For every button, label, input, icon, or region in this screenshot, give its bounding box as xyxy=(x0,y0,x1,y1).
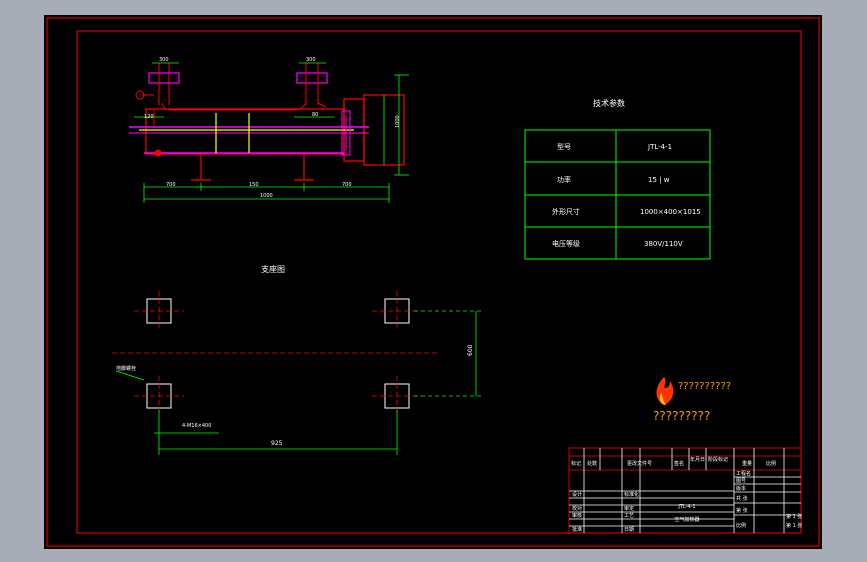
logo-line2: ????????? xyxy=(653,409,710,423)
bolt-note: 4-M16×400 xyxy=(182,423,211,429)
tb-left-label: 校对 xyxy=(572,505,582,512)
drawing-number: JTL-4-1 xyxy=(677,504,695,510)
tb-left-label: 设计 xyxy=(572,491,582,498)
dim-bottom-c: 700 xyxy=(342,182,352,188)
tb-mid-label: 标准化 xyxy=(624,491,639,498)
tb-header: 更改文件号 xyxy=(627,460,652,467)
right-outlet-flange xyxy=(296,72,328,84)
heater-front-view xyxy=(129,63,405,181)
tech-row-label: 电压等级 xyxy=(552,239,580,248)
tech-row-value: 15 | w xyxy=(648,176,670,184)
drawing-canvas: 1000 120 80 700 150 700 1000 300 300 技术参… xyxy=(46,17,820,547)
tb-header: 阶段标记 xyxy=(708,456,728,463)
tb-header: 签名 xyxy=(674,460,684,467)
title-block xyxy=(568,447,802,534)
dim-inlet: 300 xyxy=(159,57,169,63)
tb-left-label: 审核 xyxy=(572,512,582,519)
tb-header: 年月日 xyxy=(690,456,705,463)
left-inlet-flange xyxy=(148,72,180,84)
tb-right-value: 第 1 张 xyxy=(786,513,802,520)
tech-row-label: 外形尺寸 xyxy=(552,207,580,216)
dim-support-width: 925 xyxy=(271,440,283,447)
drawing-sheet: 1000 120 80 700 150 700 1000 300 300 技术参… xyxy=(44,15,822,549)
tb-header: 比例 xyxy=(766,460,776,467)
support-plan-view: 600 925 4-M16×400 地脚螺栓 xyxy=(112,291,484,455)
tb-header: 处数 xyxy=(587,460,597,467)
dim-side-height: 1000 xyxy=(395,115,401,128)
tb-right-label: 版本 xyxy=(736,485,746,492)
dim-total: 1000 xyxy=(260,193,273,199)
tb-right-value: 第 1 张 xyxy=(786,522,802,529)
tech-table xyxy=(524,129,711,260)
tb-right-label: 第 张 xyxy=(736,507,748,514)
tb-left-label: 批准 xyxy=(572,526,582,533)
tb-right-label: 共 张 xyxy=(736,495,748,502)
outer-border xyxy=(46,17,820,547)
dim-bottom-a: 700 xyxy=(166,182,176,188)
tb-right-label: 工程名 xyxy=(736,470,751,477)
tb-header: 标记 xyxy=(571,460,581,467)
tb-mid-label: 审定 xyxy=(624,505,634,512)
dim-flange-right: 80 xyxy=(312,112,318,118)
tech-row-label: 功率 xyxy=(557,175,571,184)
tech-row-value: JTL-4-1 xyxy=(647,143,672,151)
drawing-name: 空气加热器 xyxy=(674,516,699,523)
support-title: 支座图 xyxy=(261,264,285,274)
flame-logo-icon xyxy=(656,377,674,405)
dim-flange-left: 120 xyxy=(144,114,154,120)
tech-row-value: 1000×400×1015 xyxy=(640,208,701,216)
tech-table-title: 技术参数 xyxy=(593,98,625,108)
dim-bottom-b: 150 xyxy=(249,182,259,188)
foot-bolt-label: 地脚螺栓 xyxy=(116,365,136,372)
tb-mid-label: 日期 xyxy=(624,527,634,533)
tb-right-label: 比例 xyxy=(736,522,746,529)
logo-line1: ?????????? xyxy=(678,381,731,392)
tech-row-value: 380V/110V xyxy=(644,240,683,248)
main-view-dimensions xyxy=(134,62,409,203)
tb-mid-label: 工艺 xyxy=(624,513,634,519)
tb-header: 重量 xyxy=(742,460,752,467)
inner-border xyxy=(76,30,802,534)
dim-outlet: 300 xyxy=(306,57,316,63)
tb-right-label: 图号 xyxy=(736,478,746,484)
tech-row-label: 型号 xyxy=(557,142,571,151)
dim-support-height: 600 xyxy=(467,344,474,356)
